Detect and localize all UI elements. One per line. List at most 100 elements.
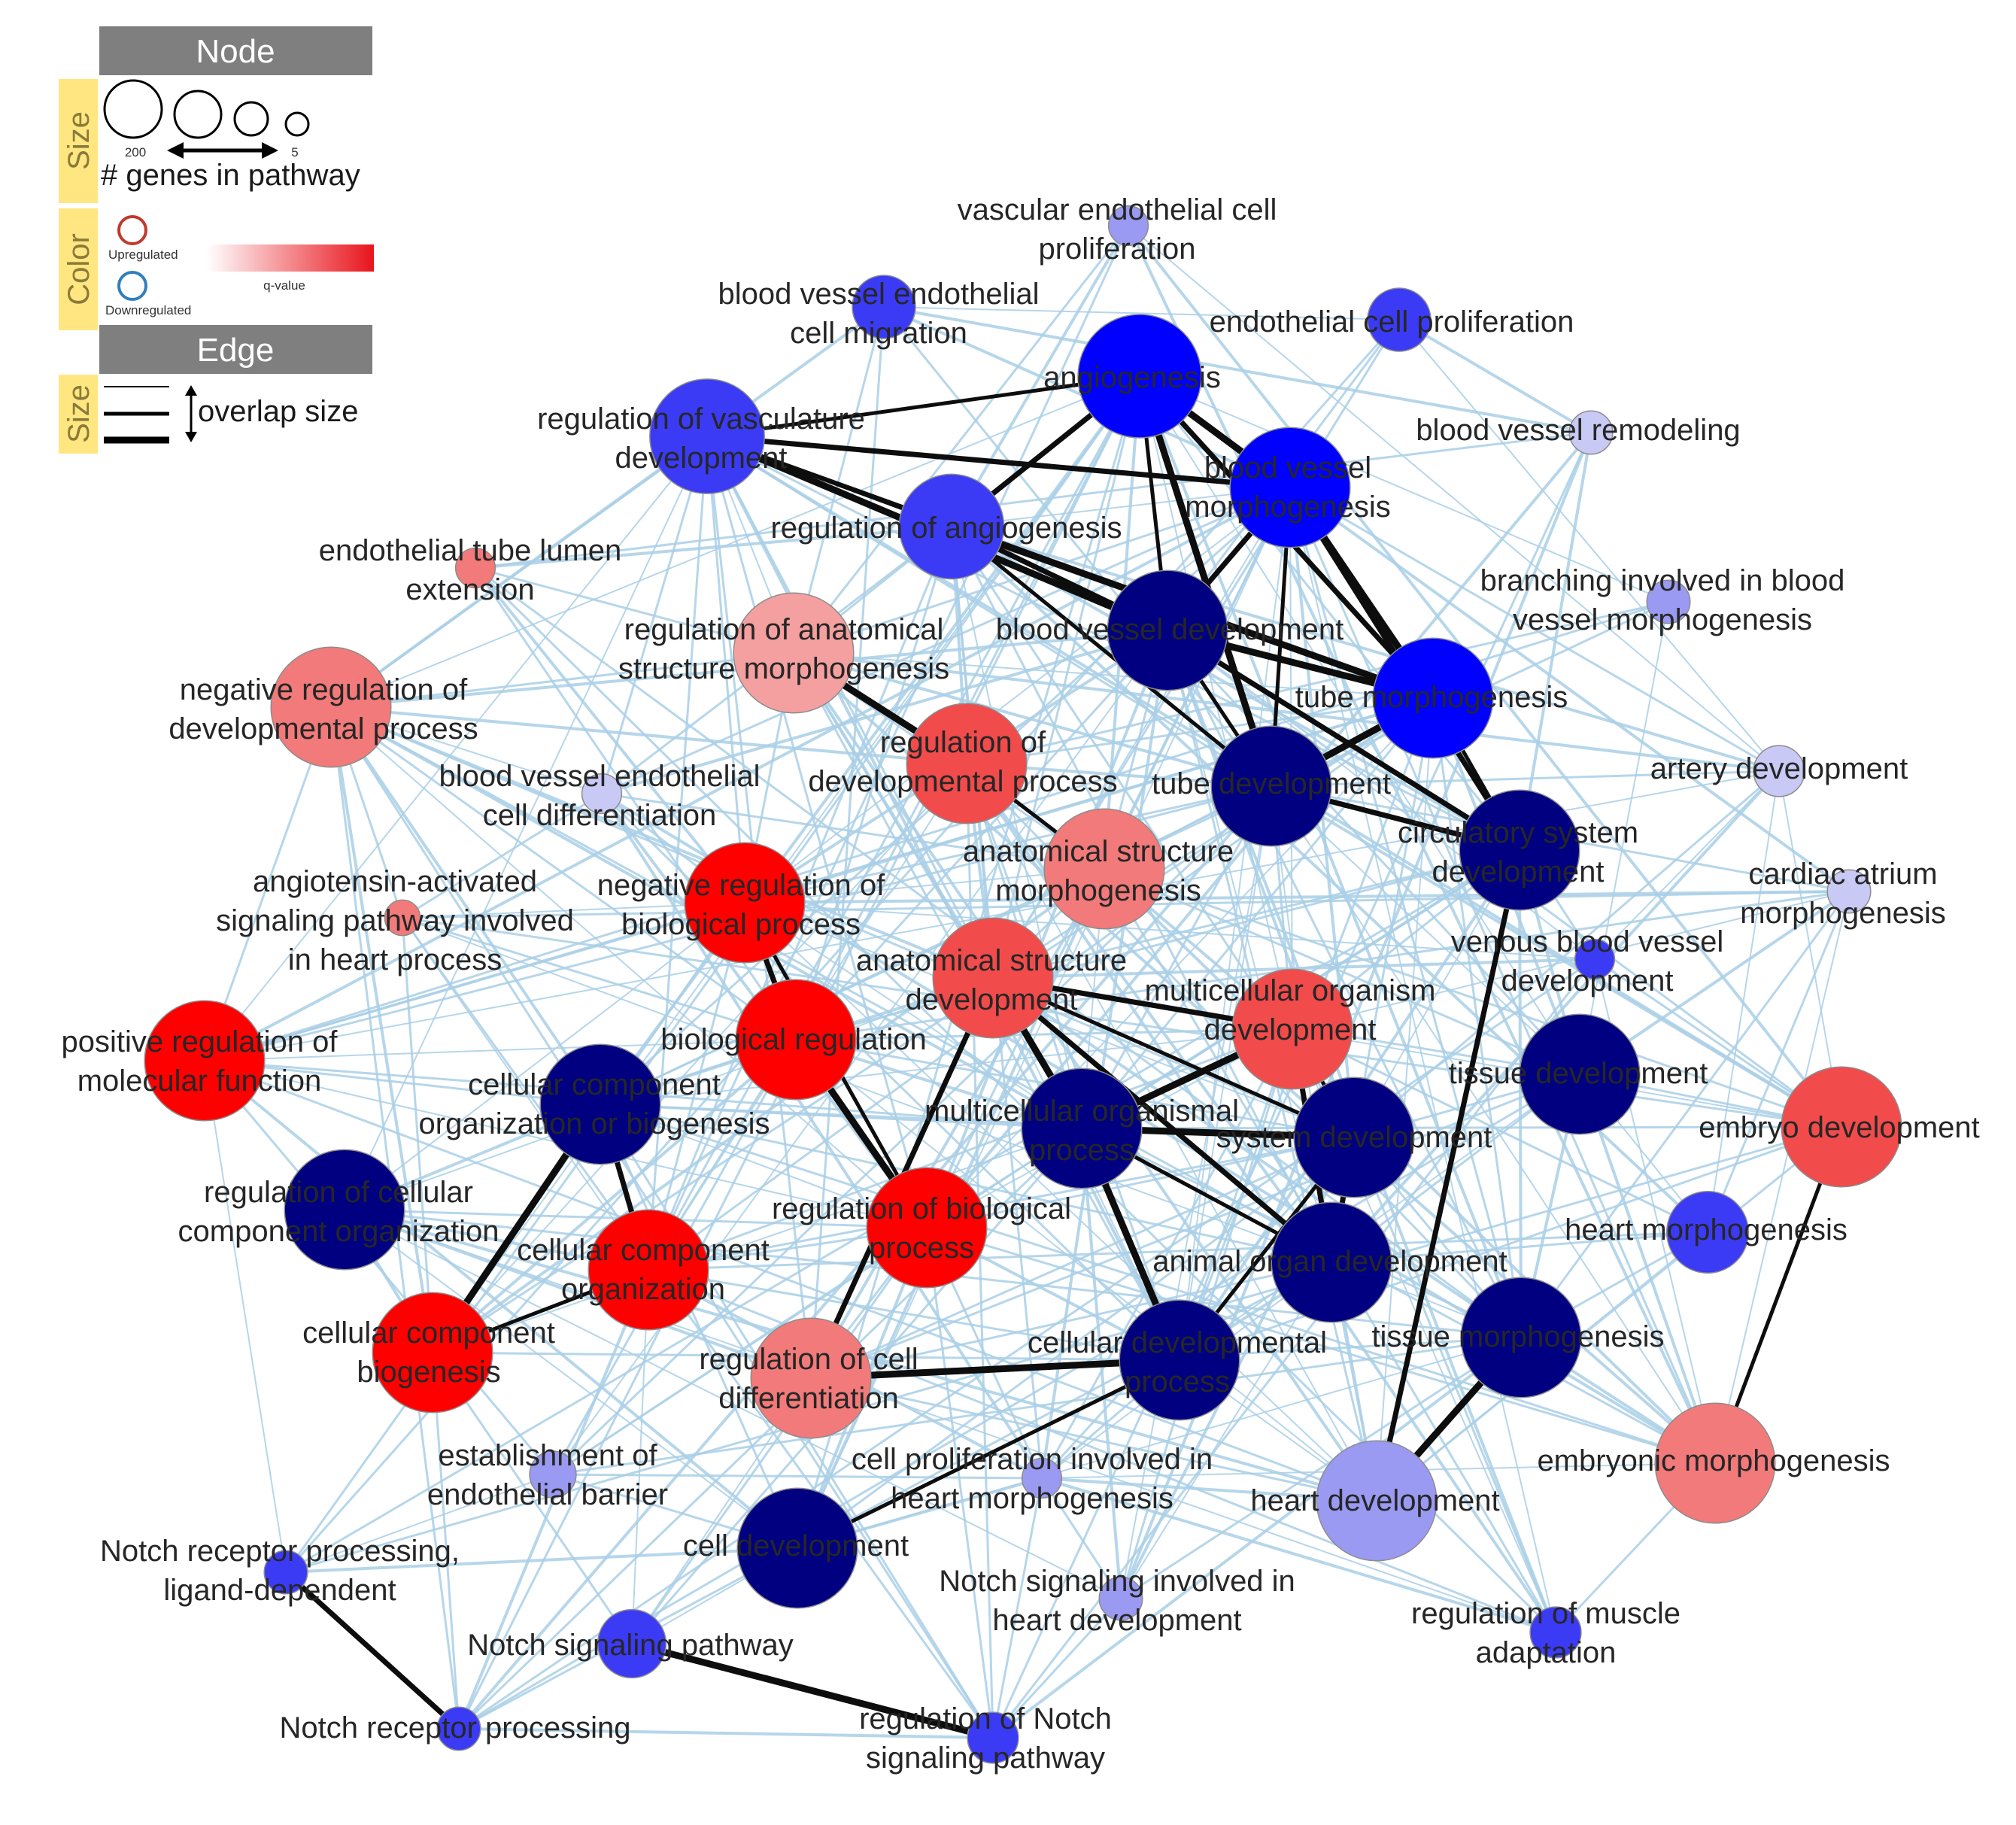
light-edge — [1040, 1028, 1294, 1479]
light-edge — [600, 792, 1043, 1480]
light-edge — [925, 630, 1169, 1228]
legend-downregulated-text: Downregulated — [105, 303, 191, 317]
light-edge — [1376, 697, 1434, 1502]
legend-size-tab — [59, 79, 98, 203]
light-edge — [1714, 891, 1850, 1464]
light-edge — [401, 917, 994, 1738]
light-edge — [552, 1473, 1043, 1480]
light-edge — [926, 1226, 1716, 1465]
light-edge — [1081, 1125, 1842, 1130]
node-label-embmorph: embryonic morphogenesis — [1537, 1444, 1890, 1477]
light-edge — [552, 1336, 1522, 1476]
node-adev — [1753, 745, 1805, 797]
light-edge — [204, 901, 745, 1062]
dark-edge — [284, 1570, 461, 1731]
light-edge — [810, 1377, 1377, 1502]
light-edge — [744, 890, 1850, 904]
light-edge — [344, 1209, 798, 1549]
legend-qvalue-text: q-value — [263, 278, 305, 293]
node-cpihm — [1021, 1457, 1063, 1499]
node-tmorph — [1372, 637, 1494, 759]
light-edge — [1330, 770, 1781, 1264]
light-edge — [330, 706, 1355, 1139]
dark-edge — [810, 1356, 1180, 1382]
dark-edge — [1166, 628, 1521, 852]
legend-edge-size-tab — [59, 375, 98, 454]
light-edge — [991, 1336, 1523, 1739]
light-edge — [991, 1597, 1122, 1739]
dark-edge — [950, 525, 1273, 788]
node-bvm — [1229, 427, 1351, 548]
light-edge — [744, 785, 1272, 904]
node-label-sysdev: system development — [1216, 1121, 1492, 1154]
node-label-bvd: blood vessel development — [996, 613, 1344, 646]
light-edge — [204, 1060, 287, 1573]
node-rma — [1529, 1606, 1582, 1659]
node-cam — [1826, 869, 1872, 914]
node-mop — [1021, 1067, 1143, 1189]
dark-edge — [1374, 849, 1523, 1502]
light-edge — [792, 225, 1130, 654]
legend-overlap-arrow-down — [185, 432, 197, 442]
light-edge — [965, 763, 1181, 1361]
node-rcd — [750, 1317, 872, 1439]
light-edge — [1138, 375, 1523, 1338]
node-label-bvr: blood vessel remodeling — [1416, 414, 1740, 447]
light-edge — [330, 706, 967, 765]
legend-size-circle-large — [103, 79, 163, 139]
dark-edge — [796, 1358, 1181, 1550]
light-edge — [991, 958, 1596, 1738]
light-edge — [1579, 601, 1669, 1075]
node-vecp — [1107, 205, 1149, 247]
legend-size-circle-medium — [173, 90, 223, 139]
node-bvecm — [852, 275, 916, 339]
node-etle — [454, 547, 496, 589]
node-aod — [1271, 1201, 1392, 1323]
light-edge — [285, 1125, 1842, 1574]
light-edge — [648, 1136, 1355, 1271]
node-hmorph — [1665, 1190, 1750, 1274]
legend-edge-header-text: Edge — [197, 332, 275, 369]
node-bibvm — [1646, 579, 1691, 624]
light-edge — [1128, 225, 1780, 772]
light-edge — [925, 1227, 994, 1738]
node-breg — [735, 979, 857, 1101]
light-edge — [402, 917, 1332, 1263]
node-angio — [1077, 314, 1202, 439]
node-label-breg: biological regulation — [660, 1023, 927, 1056]
dark-edge — [706, 374, 1140, 439]
legend-size-max: 200 — [125, 145, 146, 159]
node-label-hdev: heart development — [1250, 1484, 1499, 1517]
node-vbvd — [1574, 938, 1616, 980]
dark-edge — [1136, 375, 1275, 788]
light-edge — [204, 1059, 601, 1106]
light-edge — [810, 1261, 1332, 1380]
light-edge — [552, 1226, 928, 1476]
node-label-angio: angiogenesis — [1043, 361, 1221, 394]
node-embdev — [1781, 1066, 1902, 1188]
light-edge — [344, 1209, 1556, 1633]
light-edge — [600, 1103, 1716, 1465]
light-edge — [793, 652, 1434, 699]
light-edge — [402, 792, 603, 919]
legend-size-min: 5 — [291, 145, 298, 159]
legend-size-circle-small — [233, 101, 269, 137]
node-rcco — [284, 1149, 405, 1271]
light-edge — [475, 525, 952, 569]
light-edge — [1179, 1125, 1842, 1362]
